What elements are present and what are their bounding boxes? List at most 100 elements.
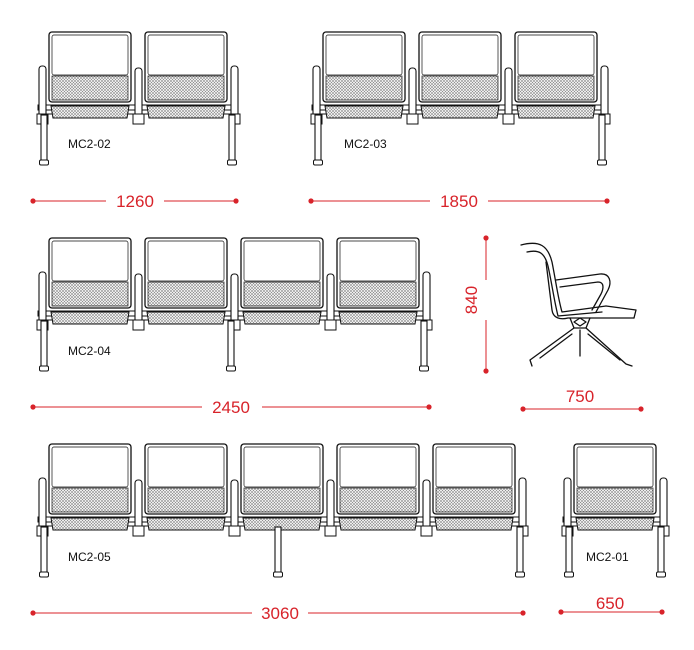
dimension-endpoint <box>30 198 36 204</box>
leg-post <box>40 114 48 163</box>
dimension-endpoint <box>426 404 432 410</box>
leg <box>39 114 49 166</box>
seat-mesh <box>243 487 321 513</box>
armrest <box>228 479 241 537</box>
seat-back-inner <box>147 240 225 282</box>
seat-pan <box>575 517 655 531</box>
seat <box>240 443 324 531</box>
armrest-bracket <box>420 525 433 537</box>
seat-pan <box>50 105 130 119</box>
leg-post <box>274 526 282 575</box>
dimension-endpoint <box>520 406 526 412</box>
leg-post <box>228 114 236 163</box>
seat <box>432 443 516 531</box>
leg <box>39 526 49 578</box>
depth-label: 750 <box>566 387 594 406</box>
seat-mesh <box>51 75 129 101</box>
seat-back-inner <box>517 34 595 76</box>
seat-back-inner <box>51 34 129 76</box>
model-label-mc2-04: MC2-04 <box>68 344 111 358</box>
leg <box>227 114 237 166</box>
bench-mc2-01 <box>561 443 670 578</box>
leg <box>419 320 429 372</box>
dimension-endpoint <box>604 198 610 204</box>
dimension-mc2-05 <box>30 610 526 616</box>
dimension-endpoint <box>638 406 644 412</box>
seat-mesh <box>51 487 129 513</box>
dimension-height <box>483 235 489 374</box>
seat-pan <box>146 517 226 531</box>
width-label-mc2-02: 1260 <box>116 192 154 211</box>
bench-mc2-05 <box>36 443 529 578</box>
leg-post <box>565 526 573 575</box>
armrest-bracket <box>228 525 241 537</box>
leg-foot <box>597 159 607 166</box>
seat-back-inner <box>51 446 129 488</box>
chair-leg-back-inner <box>587 333 621 361</box>
dimension-mc2-03 <box>308 198 610 204</box>
seat-pan <box>516 105 596 119</box>
seat-back-inner <box>576 446 654 488</box>
armrest-post <box>326 479 335 533</box>
chair-hub-detail <box>573 317 587 327</box>
armrest-bracket <box>502 113 515 125</box>
seat-back-inner <box>147 446 225 488</box>
bench-mc2-04 <box>36 237 433 372</box>
armrest-post <box>134 273 143 327</box>
chair-leg-front <box>529 327 575 367</box>
armrest <box>406 67 419 125</box>
dimension-mc2-02 <box>30 198 239 204</box>
seat <box>144 31 228 119</box>
seat-mesh <box>435 487 513 513</box>
armrest-bracket <box>132 319 145 331</box>
seat-mesh <box>243 281 321 307</box>
model-label-mc2-03: MC2-03 <box>344 137 387 151</box>
dimension-endpoint <box>558 609 564 615</box>
armrest-post <box>134 479 143 533</box>
seat-mesh <box>325 75 403 101</box>
seat-back-inner <box>339 240 417 282</box>
seat-back-inner <box>51 240 129 282</box>
armrest-post <box>408 67 417 121</box>
chair-seat-frame <box>545 261 635 320</box>
seat-pan <box>420 105 500 119</box>
armrest <box>420 479 433 537</box>
seat <box>48 237 132 325</box>
seat-mesh <box>147 75 225 101</box>
leg-foot <box>313 159 323 166</box>
seat-mesh <box>517 75 595 101</box>
armrest-post <box>230 479 239 533</box>
width-label-mc2-05: 3060 <box>261 604 299 623</box>
leg-foot <box>564 571 574 578</box>
armrest-post <box>422 479 431 533</box>
leg-foot <box>39 159 49 166</box>
seat-pan <box>146 105 226 119</box>
armrest-post <box>504 67 513 121</box>
armrest-bracket <box>324 319 337 331</box>
seat <box>144 443 228 531</box>
seat <box>573 443 657 531</box>
seat-pan <box>146 311 226 325</box>
seat-mesh <box>576 487 654 513</box>
dimension-endpoint <box>520 610 526 616</box>
leg <box>313 114 323 166</box>
seat-pan <box>50 517 130 531</box>
leg <box>226 320 236 372</box>
seat-pan <box>338 517 418 531</box>
dimension-endpoint <box>483 235 489 241</box>
armrest-post <box>326 273 335 327</box>
leg <box>39 320 49 372</box>
chair-arm-loop-inner <box>559 281 604 311</box>
leg-foot <box>226 365 236 372</box>
armrest <box>324 479 337 537</box>
chair-hub <box>569 317 591 329</box>
leg-post <box>40 526 48 575</box>
seat <box>144 237 228 325</box>
seat-back-inner <box>339 446 417 488</box>
seat <box>336 237 420 325</box>
leg <box>564 526 574 578</box>
armrest <box>132 273 145 331</box>
bench-mc2-02 <box>36 31 241 166</box>
seat-pan <box>324 105 404 119</box>
leg-foot <box>39 365 49 372</box>
